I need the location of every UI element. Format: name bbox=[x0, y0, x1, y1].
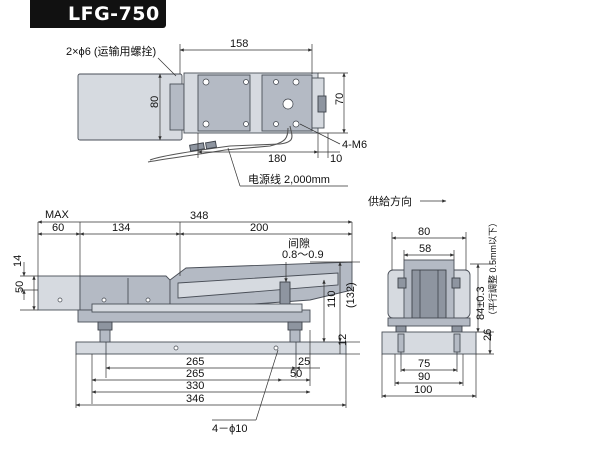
front-dim-90: 90 bbox=[418, 371, 430, 383]
dim-50-b: 50 bbox=[290, 368, 302, 380]
mount-hole bbox=[243, 79, 249, 85]
side-view-base-top bbox=[91, 303, 303, 313]
dim-70: 70 bbox=[334, 93, 346, 105]
front-view-mount-base bbox=[381, 331, 477, 355]
dim-134: 134 bbox=[112, 222, 130, 234]
side-view: MAX 348 60 134 200 间隙 0.8～0.9 14 50 110 bbox=[12, 209, 360, 435]
side-view-hopper-ext bbox=[37, 275, 81, 311]
power-cable bbox=[149, 125, 293, 161]
front-dim-58: 58 bbox=[419, 243, 431, 255]
base-hole bbox=[273, 345, 279, 351]
dim-132: (132) bbox=[345, 282, 357, 308]
transport-bolt-hole bbox=[202, 120, 210, 128]
dim-50: 50 bbox=[14, 281, 26, 293]
front-view-post bbox=[453, 333, 461, 353]
mount-hole bbox=[292, 120, 300, 128]
side-view-post bbox=[289, 329, 301, 343]
mount-hole bbox=[243, 121, 249, 127]
front-adjust-note: （平行調整 0.5mm以下） bbox=[487, 218, 498, 320]
top-view-end-tab bbox=[317, 95, 327, 113]
dim-60: 60 bbox=[52, 222, 64, 234]
front-dim-80: 80 bbox=[418, 226, 430, 238]
base-hole bbox=[173, 345, 179, 351]
feed-direction: 供給方向 bbox=[368, 194, 447, 208]
gap-value: 0.8～0.9 bbox=[282, 249, 324, 261]
front-view-foot bbox=[395, 325, 407, 333]
dim-200: 200 bbox=[250, 222, 268, 234]
cable-connector bbox=[189, 142, 205, 152]
mount-holes-note: 4-M6 bbox=[342, 139, 367, 151]
side-view-track-rail bbox=[177, 272, 339, 299]
front-dim-75: 75 bbox=[418, 358, 430, 370]
mount-hole bbox=[292, 78, 300, 86]
front-dim-26: 26 bbox=[482, 329, 494, 341]
center-screw bbox=[282, 98, 294, 110]
transport-bolt-hole bbox=[202, 78, 210, 86]
hopper-hole bbox=[101, 297, 107, 303]
front-view-center bbox=[411, 269, 447, 319]
hopper-ext-hole bbox=[57, 297, 63, 303]
front-view-foot bbox=[451, 325, 463, 333]
dim-12: 12 bbox=[337, 334, 349, 346]
dim-80-top: 80 bbox=[149, 96, 161, 108]
side-view-post bbox=[99, 329, 111, 343]
side-view-foot bbox=[97, 321, 113, 331]
model-title: LFG-750 bbox=[68, 3, 160, 25]
power-cable-2 bbox=[147, 127, 289, 163]
dim-14: 14 bbox=[12, 255, 24, 267]
top-view-hopper bbox=[77, 73, 183, 141]
transport-bolt-note: 2×ϕ6 (运输用螺拴) bbox=[66, 44, 156, 58]
side-view-sensor bbox=[279, 281, 291, 305]
mount-hole bbox=[273, 121, 279, 127]
side-view-foot bbox=[287, 321, 303, 331]
feed-direction-label: 供給方向 bbox=[368, 194, 412, 208]
cable-connector bbox=[205, 140, 217, 150]
base-holes-note: 4－ϕ10 bbox=[212, 423, 248, 435]
front-view-clamp bbox=[451, 277, 461, 289]
front-dim-100: 100 bbox=[414, 384, 432, 396]
side-view-mount-base bbox=[75, 341, 347, 355]
dim-348: 348 bbox=[190, 210, 208, 222]
front-view-clamp bbox=[397, 277, 407, 289]
dim-10: 10 bbox=[330, 153, 342, 165]
dim-158: 158 bbox=[230, 38, 248, 50]
dim-265-b: 265 bbox=[186, 368, 204, 380]
top-view-hopper-joint bbox=[169, 83, 185, 131]
dim-25: 25 bbox=[298, 356, 310, 368]
front-view-post bbox=[397, 333, 405, 353]
dim-max: MAX bbox=[45, 209, 70, 221]
gap-label: 间隙 bbox=[288, 236, 310, 250]
dim-110: 110 bbox=[326, 290, 338, 308]
front-view-base bbox=[387, 317, 471, 327]
dim-265-a: 265 bbox=[186, 356, 204, 368]
model-title-box: LFG-750 bbox=[30, 0, 166, 28]
cable-note: 电源线 2,000mm bbox=[248, 172, 330, 186]
front-view: 80 58 84±0.3 （平行調整 0.5mm以下） 26 75 90 100 bbox=[381, 218, 498, 398]
mount-hole bbox=[273, 79, 279, 85]
dim-180: 180 bbox=[268, 153, 286, 165]
dim-346: 346 bbox=[186, 393, 204, 405]
front-dim-84: 84±0.3 bbox=[475, 286, 487, 320]
hopper-hole bbox=[145, 297, 151, 303]
dim-330: 330 bbox=[186, 380, 204, 392]
top-view: 158 2×ϕ6 (运输用螺拴) 80 70 4-M6 180 10 电源线 2… bbox=[66, 38, 367, 187]
